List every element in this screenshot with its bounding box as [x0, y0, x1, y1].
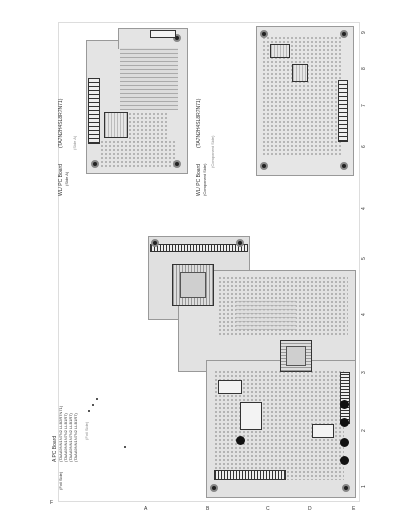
- board-note: (Foil Side): [84, 421, 89, 440]
- copper-area: [236, 300, 296, 330]
- mounting-hole: [342, 484, 350, 492]
- mounting-hole: [340, 162, 348, 170]
- mounting-hole: [173, 34, 181, 42]
- mounting-hole: [260, 30, 268, 38]
- side-letter: C: [266, 506, 270, 512]
- tick-mark: [124, 446, 126, 448]
- capacitor: [236, 436, 245, 445]
- connector: [338, 80, 348, 142]
- tick-mark: [92, 404, 94, 406]
- mounting-hole: [210, 484, 218, 492]
- mounting-hole: [173, 160, 181, 168]
- capacitor: [340, 400, 349, 409]
- chip-core: [286, 346, 306, 366]
- mounting-hole: [236, 239, 244, 247]
- ic-chip: [292, 64, 308, 82]
- ruler-number: 5: [361, 257, 367, 260]
- rect-component: [312, 424, 334, 438]
- mounting-hole: [91, 160, 99, 168]
- board-part-number: (TA7N2H4SL8R7N71): [196, 98, 202, 148]
- ruler-number: 6: [361, 145, 367, 148]
- connector: [88, 78, 100, 144]
- component-grid: [128, 112, 168, 142]
- ruler-number: 4: [361, 207, 367, 210]
- board-note: (Side A): [72, 135, 77, 150]
- ic-chip: [270, 44, 290, 58]
- mounting-hole: [340, 30, 348, 38]
- board-side: (Foil Side): [58, 471, 63, 490]
- ruler-number: 3: [361, 371, 367, 374]
- side-letter: E: [352, 506, 356, 512]
- left-letter: F: [50, 500, 54, 506]
- ruler-number: 9: [361, 31, 367, 34]
- ruler-number: 2: [361, 429, 367, 432]
- capacitor: [340, 418, 349, 427]
- tick-mark: [88, 410, 90, 412]
- side-letter: D: [308, 506, 312, 512]
- tick-mark: [96, 398, 98, 400]
- ic-chip: [104, 112, 128, 138]
- board-side: (Component Side): [202, 163, 207, 196]
- board-part-number: (TA7N2H4SL8R7N71): [58, 98, 64, 148]
- board-part-line: (TAAA9NN1N7N2 LLB1R7): [73, 413, 78, 462]
- connector: [214, 470, 286, 480]
- capacitor: [340, 438, 349, 447]
- board-note: (Component Side): [210, 135, 215, 168]
- connector: [150, 244, 248, 252]
- rect-component: [218, 380, 242, 394]
- connector: [340, 372, 350, 424]
- ruler-number: 4: [361, 313, 367, 316]
- board-side: (Side A): [64, 171, 69, 186]
- page-frame: [58, 22, 360, 502]
- chip-core: [180, 272, 206, 298]
- connector: [150, 30, 176, 38]
- copper-area: [120, 48, 178, 110]
- component-grid: [100, 140, 176, 168]
- mounting-hole: [151, 239, 159, 247]
- ruler-number: 7: [361, 104, 367, 107]
- ruler-number: 8: [361, 67, 367, 70]
- rect-component: [240, 402, 262, 430]
- side-letter: A: [144, 506, 148, 512]
- mounting-hole: [260, 162, 268, 170]
- ruler-number: 1: [361, 485, 367, 488]
- qfp-chip: [172, 264, 214, 306]
- side-letter: B: [206, 506, 210, 512]
- capacitor: [340, 456, 349, 465]
